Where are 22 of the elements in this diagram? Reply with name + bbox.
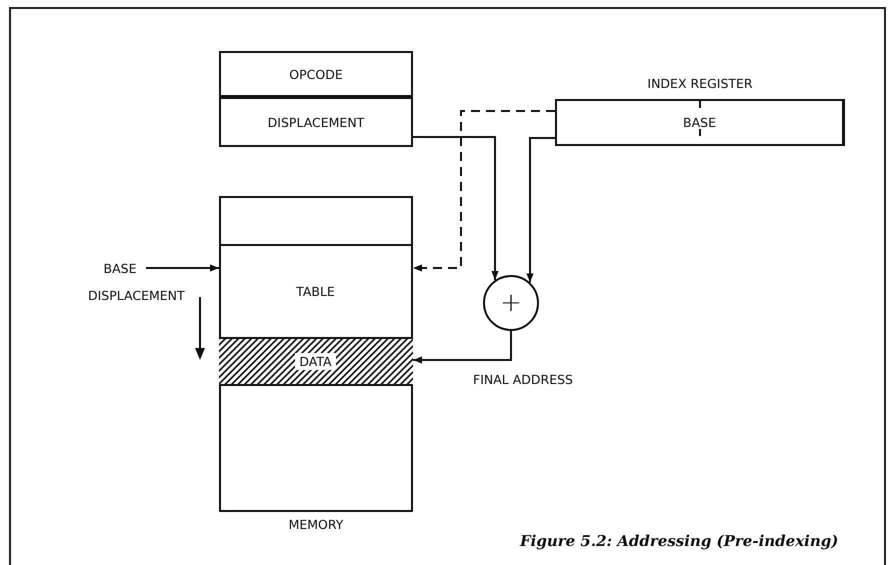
caption-text: INDEX REGISTER <box>647 76 753 91</box>
edge-label: FINAL ADDRESS <box>473 372 573 387</box>
arrow <box>413 331 512 364</box>
label-text: BASE <box>104 260 136 276</box>
hatched-memory-region <box>218 337 412 386</box>
label-text: DATA <box>295 353 336 370</box>
register-box <box>555 99 845 146</box>
figure-caption: Figure 5.2: Addressing (Pre-indexing) <box>520 532 838 550</box>
arrow <box>413 110 555 272</box>
label-text: BASE <box>683 115 716 130</box>
label-text: DISPLACEMENT <box>88 288 185 303</box>
arrow <box>146 264 219 272</box>
arrow <box>526 137 555 282</box>
label-text: TABLE <box>296 284 335 299</box>
plus-sign: + <box>500 290 522 316</box>
register-field-box <box>219 97 413 147</box>
caption-text: MEMORY <box>288 517 344 532</box>
arrow <box>413 136 499 280</box>
register-field-box <box>219 51 413 97</box>
label-text: OPCODE <box>289 66 343 82</box>
memory-block <box>219 196 413 512</box>
label-text: DISPLACEMENT <box>268 114 364 130</box>
